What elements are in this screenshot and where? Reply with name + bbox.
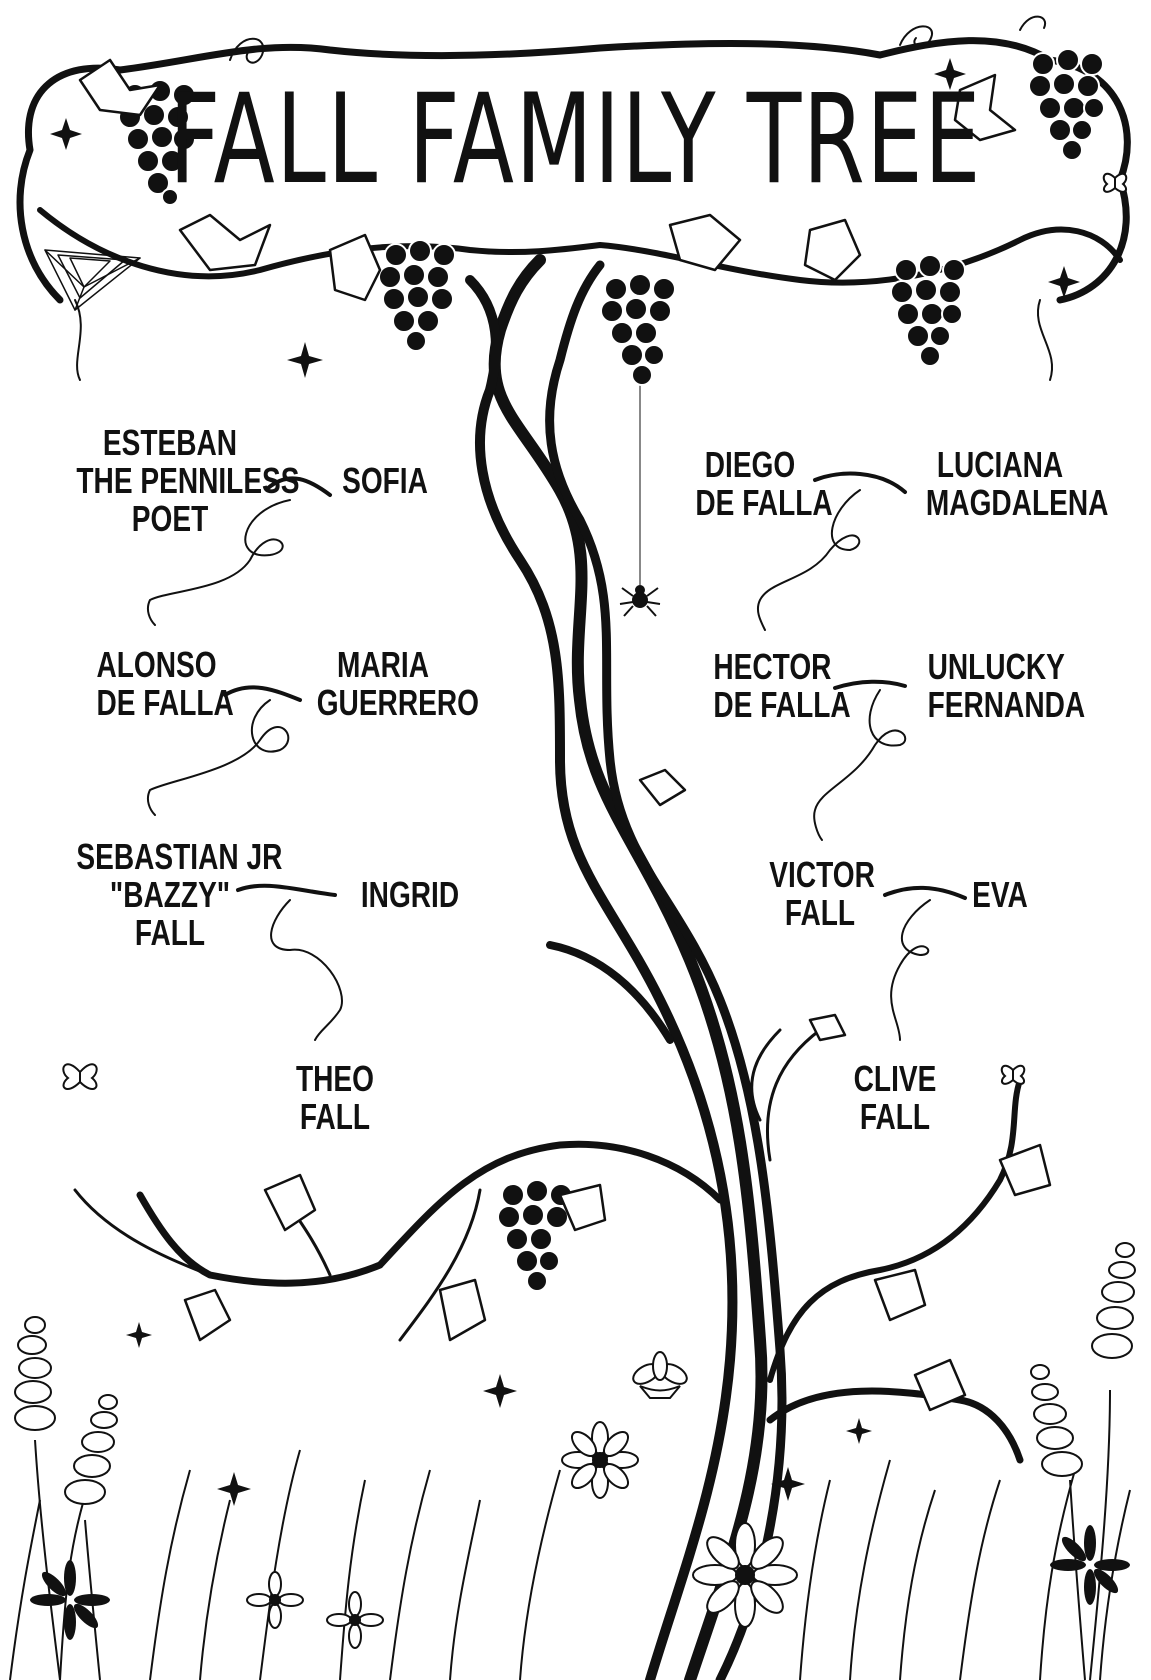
name-line: DIEGO: [695, 446, 804, 484]
vine-leaf-icon: [265, 1175, 315, 1230]
member-victor-fall: VICTOR FALL: [769, 856, 870, 932]
lupine-flower-icon: [15, 1317, 60, 1680]
lupine-flower-icon: [1090, 1243, 1135, 1680]
name-line: DE FALLA: [695, 484, 804, 522]
lower-right-twig: [752, 1030, 780, 1120]
member-unlucky-fernanda: UNLUCKY FERNANDA: [928, 648, 1053, 724]
name-line: THEO: [284, 1060, 385, 1098]
sparkle-icon: [483, 1374, 517, 1408]
member-theo-fall: THEO FALL: [284, 1060, 385, 1136]
grass-blade: [10, 1450, 1130, 1680]
name-line: SEBASTIAN JR: [76, 838, 263, 876]
sparkle-icon: [50, 118, 82, 150]
butterfly-icon: [63, 1064, 96, 1089]
grape-cluster-icon: [1029, 49, 1104, 160]
lupine-flower-icon: [1031, 1365, 1085, 1680]
name-line: CLIVE: [844, 1060, 945, 1098]
daisy-icon: [30, 1560, 110, 1640]
grape-cluster-icon: [379, 240, 455, 351]
daisy-icon: [630, 1352, 690, 1398]
name-line: "BAZZY": [76, 876, 263, 914]
tendril: [1038, 300, 1052, 380]
vine-leaf-icon: [180, 215, 270, 270]
name-line: DE FALLA: [97, 684, 214, 722]
name-line: MARIA: [317, 646, 450, 684]
name-line: FALL: [284, 1098, 385, 1136]
name-line: DE FALLA: [713, 686, 822, 724]
name-line: POET: [76, 500, 263, 538]
member-sofia: SOFIA: [334, 462, 435, 500]
tendril: [1020, 17, 1045, 30]
name-line: FALL: [844, 1098, 945, 1136]
name-line: EVA: [969, 876, 1031, 914]
lower-right-twig: [767, 1030, 820, 1160]
grape-cluster-icon: [601, 274, 675, 385]
spider-icon: [620, 586, 660, 616]
member-hector-de-falla: HECTOR DE FALLA: [713, 648, 822, 724]
name-line: THE PENNILESS: [76, 462, 263, 500]
name-line: ESTEBAN: [76, 424, 263, 462]
name-line: MAGDALENA: [926, 484, 1074, 522]
member-clive-fall: CLIVE FALL: [844, 1060, 945, 1136]
member-ingrid: INGRID: [352, 876, 469, 914]
lower-left-branch: [140, 1144, 720, 1283]
name-line: FALL: [769, 894, 870, 932]
vine-leaf-icon: [640, 770, 685, 805]
partner-connector: [225, 687, 300, 700]
name-line: HECTOR: [713, 648, 822, 686]
member-eva: EVA: [969, 876, 1031, 914]
name-line: LUCIANA: [926, 446, 1074, 484]
name-line: UNLUCKY: [928, 648, 1053, 686]
vine-leaf-icon: [875, 1270, 925, 1320]
sparkle-icon: [846, 1418, 872, 1444]
vine-leaf-icon: [330, 235, 380, 300]
name-line: VICTOR: [769, 856, 870, 894]
member-esteban-the-penniless-poet: ESTEBAN THE PENNILESS POET: [76, 424, 263, 538]
vine-leaf-icon: [810, 1015, 845, 1040]
name-line: INGRID: [352, 876, 469, 914]
member-alonso-de-falla: ALONSO DE FALLA: [97, 646, 214, 722]
member-diego-de-falla: DIEGO DE FALLA: [695, 446, 804, 522]
name-line: FERNANDA: [928, 686, 1053, 724]
descent-tendril: [891, 900, 930, 1040]
daisy-icon: [327, 1592, 383, 1648]
vine-leaf-icon: [185, 1290, 230, 1340]
name-line: SOFIA: [334, 462, 435, 500]
name-line: GUERRERO: [317, 684, 450, 722]
vine-leaf-icon: [805, 220, 860, 280]
vine-leaf-icon: [440, 1280, 485, 1340]
vine-leaf-icon: [670, 215, 740, 270]
daisy-icon: [562, 1422, 638, 1498]
lower-right-branch: [770, 1391, 1020, 1460]
butterfly-icon: [1002, 1066, 1025, 1084]
sparkle-icon: [217, 1472, 251, 1506]
member-luciana-magdalena: LUCIANA MAGDALENA: [926, 446, 1074, 522]
member-sebastian-jr-bazzy-fall: SEBASTIAN JR "BAZZY" FALL: [76, 838, 263, 952]
sparkle-icon: [126, 1322, 152, 1348]
name-line: FALL: [76, 914, 263, 952]
name-line: ALONSO: [97, 646, 214, 684]
tendril: [75, 300, 81, 380]
sparkle-icon: [287, 342, 323, 378]
partner-connector: [885, 888, 965, 898]
descent-tendril: [271, 900, 342, 1040]
grape-cluster-icon: [891, 255, 965, 366]
daisy-icon: [1050, 1525, 1130, 1605]
member-maria-guerrero: MARIA GUERRERO: [317, 646, 450, 722]
daisy-icon: [247, 1572, 303, 1628]
daisy-icon: [693, 1523, 797, 1627]
poster-title: FALL FAMILY TREE: [161, 78, 990, 202]
butterfly-icon: [1104, 174, 1127, 192]
